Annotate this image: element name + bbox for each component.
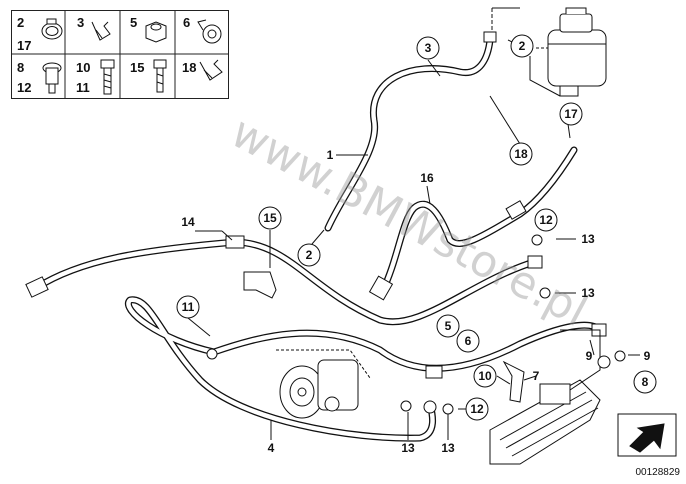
screw-icon <box>153 59 167 93</box>
legend-cell-6: 10 11 <box>76 59 115 95</box>
power-steering-pump <box>276 349 371 419</box>
callout-number: 17 <box>564 107 578 121</box>
callout-number: 10 <box>478 369 492 383</box>
callout-13-mid: 13 <box>581 286 595 300</box>
banjo-bolt-icon <box>42 62 62 94</box>
callout-number: 7 <box>533 369 540 383</box>
legend-number: 17 <box>17 38 31 53</box>
clip-icon <box>91 21 111 41</box>
legend-cell-5: 8 12 <box>17 60 62 95</box>
callout-number: 8 <box>642 375 649 389</box>
callout-17: 17 <box>559 102 583 126</box>
hose-16-return <box>368 146 578 301</box>
callout-2-mid: 2 <box>297 243 321 267</box>
leader-lines <box>187 39 640 440</box>
callout-3: 3 <box>416 36 440 60</box>
callout-number: 15 <box>263 211 277 225</box>
legend-number: 3 <box>77 15 84 30</box>
legend-cell-1: 2 17 <box>17 15 63 53</box>
callout-number: 5 <box>445 319 452 333</box>
hose-14-pressure <box>25 235 543 326</box>
callout-12-lower: 12 <box>465 397 489 421</box>
callout-12-top: 12 <box>534 208 558 232</box>
bolt-icon <box>100 59 115 95</box>
holder-icon <box>199 59 223 81</box>
callout-number: 9 <box>644 349 651 363</box>
hose-clamp-icon <box>41 18 63 40</box>
legend-number: 8 <box>17 60 24 75</box>
callout-number: 12 <box>539 213 553 227</box>
callout-13-lower-left: 13 <box>401 441 415 455</box>
legend-cell-4: 6 <box>183 15 222 44</box>
callout-15: 15 <box>258 206 282 230</box>
legend-grid <box>11 10 229 99</box>
bracket-7 <box>502 360 525 403</box>
legend-number: 15 <box>130 60 144 75</box>
legend-cell-8: 18 <box>182 59 223 81</box>
callout-18: 18 <box>509 142 533 166</box>
legend-cell-7: 15 <box>130 59 167 93</box>
legend-number: 18 <box>182 60 196 75</box>
hose-1-return <box>324 31 497 232</box>
legend-number: 10 <box>76 60 90 75</box>
reservoir <box>491 7 607 97</box>
callout-number: 13 <box>581 232 595 246</box>
callout-7: 7 <box>533 369 540 383</box>
callout-number: 16 <box>420 171 434 185</box>
direction-arrow-icon <box>629 423 665 453</box>
callout-number: 9 <box>586 349 593 363</box>
callout-number: 14 <box>181 215 195 229</box>
callout-13-lower-right: 13 <box>441 441 455 455</box>
callout-1: 1 <box>327 148 334 162</box>
legend-number: 12 <box>17 80 31 95</box>
callout-16: 16 <box>420 171 434 185</box>
callout-9-right: 9 <box>644 349 651 363</box>
bracket-clamp-icon <box>197 19 222 44</box>
legend-number: 2 <box>17 15 24 30</box>
callout-number: 4 <box>268 441 275 455</box>
callout-number: 18 <box>514 147 528 161</box>
callout-14: 14 <box>181 215 195 229</box>
callout-number: 12 <box>470 402 484 416</box>
callout-13-top: 13 <box>581 232 595 246</box>
legend-cell-2: 3 <box>77 15 111 41</box>
callout-10: 10 <box>473 364 497 388</box>
callout-number: 2 <box>519 39 526 53</box>
nut-icon <box>145 21 167 43</box>
callout-5: 5 <box>436 314 460 338</box>
hose-4-feed <box>125 296 436 442</box>
legend-number: 5 <box>130 15 137 30</box>
callout-number: 3 <box>425 41 432 55</box>
callout-number: 13 <box>441 441 455 455</box>
callout-9-left: 9 <box>586 349 593 363</box>
callout-6: 6 <box>456 329 480 353</box>
direction-arrow-box <box>617 413 677 457</box>
callout-number: 13 <box>581 286 595 300</box>
steering-gear <box>489 329 601 465</box>
callout-number: 6 <box>465 334 472 348</box>
callout-4: 4 <box>268 441 275 455</box>
washers <box>206 234 626 415</box>
callout-number: 13 <box>401 441 415 455</box>
callout-number: 2 <box>306 248 313 262</box>
hose-pressure-lower <box>210 321 607 379</box>
legend-number: 11 <box>76 80 90 95</box>
callout-8: 8 <box>633 370 657 394</box>
callout-number: 1 <box>327 148 334 162</box>
reference-number: 00128829 <box>635 467 681 478</box>
bracket-15 <box>243 271 277 299</box>
legend-number: 6 <box>183 15 190 30</box>
callout-2-top: 2 <box>510 34 534 58</box>
callout-number: 11 <box>182 300 195 314</box>
callout-11: 11 <box>176 295 200 319</box>
legend-cell-3: 5 <box>130 15 167 43</box>
